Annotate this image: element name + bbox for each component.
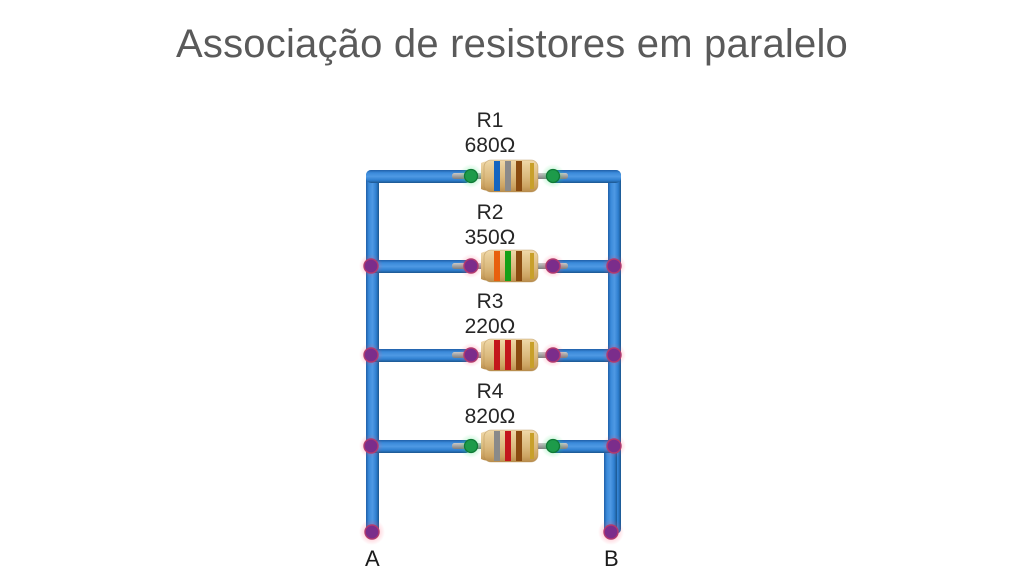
resistor-body-r1 <box>481 159 539 193</box>
resistor-label-r1: R1 680Ω <box>432 108 548 158</box>
resistor-name-r4: R4 <box>476 380 504 403</box>
terminal-node-b <box>598 519 624 545</box>
resistor-value-r4: 820Ω <box>464 405 516 428</box>
branch-r2 <box>359 249 626 283</box>
resistor-body-r4 <box>481 429 539 463</box>
resistor-label-r2: R2 350Ω <box>432 200 548 250</box>
resistor-body-r3 <box>481 338 539 372</box>
resistor-label-r3: R3 220Ω <box>432 289 548 339</box>
page-title: Associação de resistores em paralelo <box>176 22 848 66</box>
resistor-name-r2: R2 <box>476 201 504 224</box>
resistor-value-r2: 350Ω <box>464 226 516 249</box>
branch-r4 <box>359 429 626 463</box>
terminal-node-a <box>359 519 385 545</box>
terminal-label-a: A <box>365 546 380 571</box>
resistor-name-r3: R3 <box>476 290 504 313</box>
resistor-value-r3: 220Ω <box>464 315 516 338</box>
resistor-value-r1: 680Ω <box>464 134 516 157</box>
resistor-label-r4: R4 820Ω <box>432 379 548 429</box>
resistor-body-r2 <box>481 249 539 283</box>
resistor-name-r1: R1 <box>476 109 504 132</box>
branch-r1 <box>366 159 621 193</box>
branch-r3 <box>359 338 626 372</box>
terminal-label-b: B <box>604 546 619 571</box>
